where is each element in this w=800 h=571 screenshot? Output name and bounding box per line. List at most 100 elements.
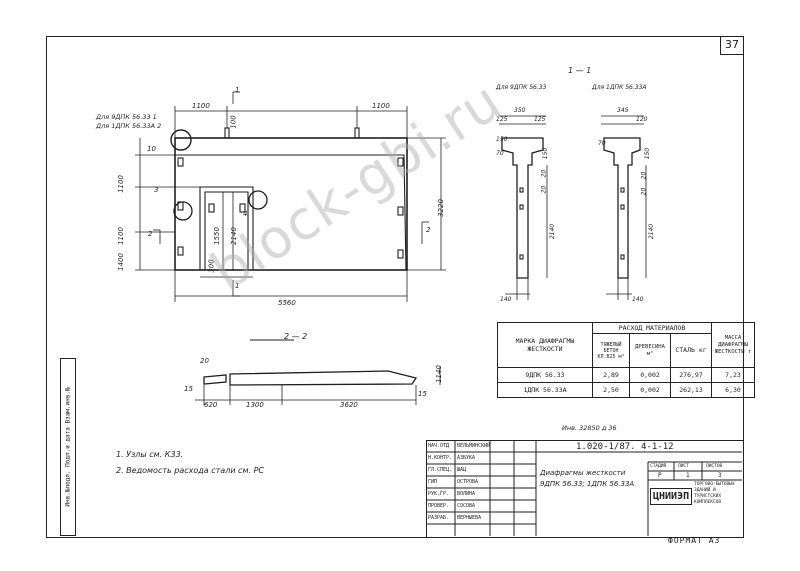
dim-label: 1300 <box>246 401 264 409</box>
dim-label: 5560 <box>278 299 296 307</box>
dim-label: 15 <box>418 390 427 398</box>
signer-role: РУК.ГР. <box>428 491 450 497</box>
node-circle-3 <box>173 201 193 221</box>
dim-label: 20 <box>540 169 548 178</box>
signer-role: ГЛ.СПЕЦ. <box>428 467 453 473</box>
callout-top: Для 9ДПК 56.33 1 <box>96 113 157 121</box>
dim-label: 20 <box>640 171 648 180</box>
signer-role: Н.КОНТР. <box>428 455 453 461</box>
dim-label: 1400 <box>116 253 125 271</box>
table-header-wood: ДРЕВЕСИНА м³ <box>629 333 671 368</box>
table-header-steel: СТАЛЬ кг <box>670 333 712 368</box>
section-2-title: 2 — 2 <box>284 332 308 341</box>
dim-label: 350 <box>514 107 526 114</box>
section-2 <box>195 339 441 405</box>
dim-label: 150 <box>496 136 508 143</box>
table-cell: 2,89 <box>592 367 630 383</box>
dim-label: 3220 <box>436 199 445 217</box>
table-cell: 2,50 <box>592 382 630 398</box>
node-mark: 4 <box>243 210 248 218</box>
dim-label: 1100 <box>116 175 125 193</box>
organization-name: ТОРГОВО-БЫТОВЫХ ЗДАНИЙ И ТУРИСТСКИХ КОМП… <box>694 482 735 505</box>
column-stage: СТАДИЯ <box>650 464 667 469</box>
document-code: 1.020-1/87. 4-1-12 <box>576 442 674 452</box>
callout-bottom: Для 1ДПК 56.33А 2 <box>96 122 162 130</box>
dim-label: 150 <box>542 147 550 160</box>
node-circle-1 <box>170 129 192 151</box>
section-mark: 2 <box>426 226 431 234</box>
dim-label: 620 <box>204 401 218 409</box>
dim-label: 140 <box>500 296 512 303</box>
dim-label: 1100 <box>372 102 390 110</box>
inventory-number: Инв. 32850 д 36 <box>562 424 617 432</box>
title-block <box>426 440 743 537</box>
dim-label: 1100 <box>116 227 125 245</box>
stage-value: Р <box>658 472 662 479</box>
column-sheets: ЛИСТОВ <box>706 464 723 469</box>
table-cell: 276,97 <box>670 367 712 383</box>
section-mark: 1 <box>235 86 240 94</box>
dim-label: 70 <box>598 140 606 147</box>
dim-label: 345 <box>617 107 629 114</box>
organization-logo: ЦНИИЭП <box>650 488 693 505</box>
dim-label: 10 <box>147 145 156 153</box>
main-elevation-outline <box>170 127 408 271</box>
table-header-consumption: РАСХОД МАТЕРИАЛОВ <box>592 321 712 335</box>
table-cell: 0,002 <box>629 382 671 398</box>
table-row: 1ДПК 56.33А 2,50 0,002 262,13 6,30 <box>497 382 755 398</box>
signer-role: РАЗРАБ. <box>428 515 450 521</box>
section-mark: 2 <box>148 230 153 238</box>
signer-name: ВЕЛЬМИНСКИЙ <box>457 443 491 449</box>
title-block-grid <box>426 440 742 536</box>
table-header-mass: МАССА ДИАФРАГМЫ ЖЕСТКОСТИ т <box>711 322 755 368</box>
signer-name: ОСТРОВА <box>457 479 479 485</box>
table-cell: 1ДПК 56.33А <box>497 382 593 398</box>
dim-label: 15 <box>184 385 193 393</box>
main-dimension-lines <box>135 91 446 302</box>
dim-label: 125 <box>496 116 508 123</box>
section-1-left <box>499 115 548 300</box>
sheets-value: 3 <box>718 472 722 479</box>
note-1: 1. Узлы см. К33. <box>116 450 184 459</box>
sheet-value: 1 <box>686 472 690 479</box>
table-cell: 262,13 <box>670 382 712 398</box>
note-2: 2. Ведомость расхода стали см. РС <box>116 466 264 475</box>
dim-label: 70 <box>496 150 504 157</box>
signer-name: АЗБУКА <box>457 455 476 461</box>
dim-label: 20 <box>200 357 209 365</box>
dim-label: 2140 <box>549 223 557 240</box>
dim-label: 120 <box>636 116 648 123</box>
dim-label: 20 <box>540 185 548 194</box>
dim-label: 2140 <box>648 223 656 240</box>
section-1-right <box>601 115 647 300</box>
dim-label: 140 <box>632 296 644 303</box>
dim-label: 20 <box>640 187 648 196</box>
signer-name: ШАЦ <box>457 467 467 473</box>
signer-role: ГИП <box>428 479 438 485</box>
table-cell: 0,002 <box>629 367 671 383</box>
table-cell: 7,23 <box>711 367 755 383</box>
signer-name: ВЕРНЫЕВА <box>457 515 482 521</box>
dim-label: 125 <box>534 116 546 123</box>
document-title: Диафрагмы жесткости 9ДПК 56.33; 1ДПК 56.… <box>540 469 635 488</box>
drawing-frame <box>46 36 744 538</box>
table-header-mark: МАРКА ДИАФРАГМЫ ЖЕСТКОСТИ <box>497 322 593 368</box>
node-circle-4 <box>248 190 268 210</box>
table-cell: 6,30 <box>711 382 755 398</box>
dim-label: 1100 <box>192 102 210 110</box>
dim-label: 1140 <box>434 365 443 383</box>
materials-table: МАРКА ДИАФРАГМЫ ЖЕСТКОСТИ РАСХОД МАТЕРИА… <box>497 321 755 398</box>
section-mark: 1 <box>235 282 240 290</box>
dim-label: 150 <box>644 147 652 160</box>
signer-name: ВОЛИНА <box>457 491 476 497</box>
table-cell: 9ДПК 56.33 <box>497 367 593 383</box>
section-1-right-label: Для 1ДПК 56.33А <box>592 84 647 91</box>
side-stamp: Инв.№подл. Подп.и дата Взам.инв.№ <box>60 358 76 536</box>
table-row: 9ДПК 56.33 2,89 0,002 276,97 7,23 <box>497 367 755 383</box>
dim-label: 100 <box>229 115 238 129</box>
dim-label: 3620 <box>340 401 358 409</box>
sheet-number: 37 <box>720 36 743 55</box>
column-sheet: ЛИСТ <box>678 464 689 469</box>
signer-role: ПРОВЕР. <box>428 503 450 509</box>
